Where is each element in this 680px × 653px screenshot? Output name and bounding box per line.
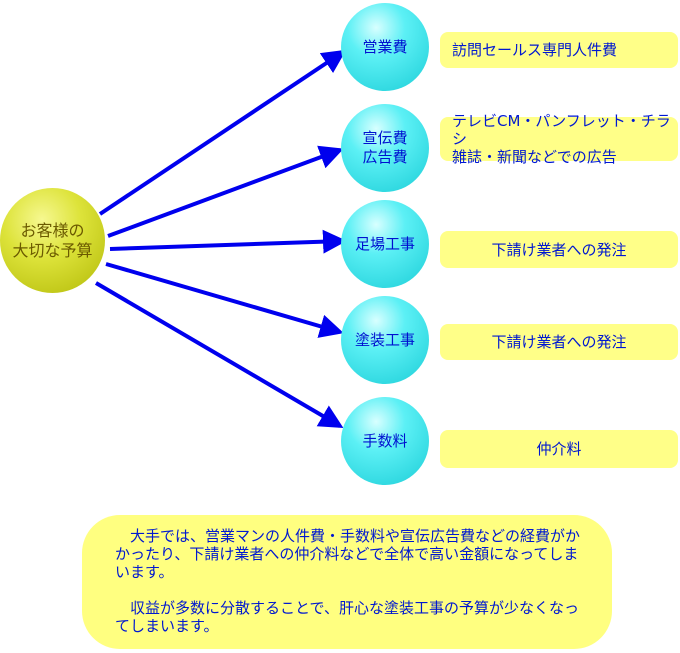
note-tesuryo: 仲介料 <box>440 430 678 468</box>
note-text: 仲介料 <box>536 440 582 458</box>
summary-box: 大手では、営業マンの人件費・手数料や宣伝広告費などの経費がかかったり、下請け業者… <box>82 515 612 649</box>
node-senden: 宣伝費広告費 <box>341 104 429 192</box>
node-ashiba: 足場工事 <box>341 200 429 288</box>
note-text: テレビCM・パンフレット・チラシ <box>452 112 671 148</box>
node-label: 営業費 <box>362 37 408 56</box>
arrow-senden <box>107 145 344 238</box>
note-eigyo: 訪問セールス専門人件費 <box>440 32 678 68</box>
budget-label-2: 大切な予算 <box>12 240 93 260</box>
budget-label-1: お客様の <box>20 220 85 240</box>
note-senden: テレビCM・パンフレット・チラシ雑誌・新聞などでの広告 <box>440 112 678 166</box>
node-tesuryo: 手数料 <box>341 397 429 485</box>
budget-node: お客様の大切な予算 <box>0 188 105 293</box>
note-ashiba: 下請け業者への発注 <box>440 231 678 268</box>
node-label: 足場工事 <box>354 234 415 253</box>
node-eigyo: 営業費 <box>341 3 429 91</box>
node-tosou: 塗装工事 <box>341 296 429 384</box>
node-label: 塗装工事 <box>354 330 415 349</box>
note-text: 訪問セールス専門人件費 <box>452 41 618 59</box>
arrow-tosou <box>105 262 344 338</box>
arrow-tesuryo <box>94 281 344 429</box>
arrow-ashiba <box>109 229 347 254</box>
note-text: 下請け業者への発注 <box>491 333 627 351</box>
arrow-eigyo <box>98 49 347 216</box>
note-tosou: 下請け業者への発注 <box>440 324 678 360</box>
summary-paragraph-1: 大手では、営業マンの人件費・手数料や宣伝広告費などの経費がかかったり、下請け業者… <box>115 527 581 581</box>
node-label-2: 広告費 <box>362 148 408 166</box>
note-text: 下請け業者への発注 <box>491 240 627 259</box>
summary-paragraph-2: 収益が多数に分散することで、肝心な塗装工事の予算が少なくなってしまいます。 <box>115 599 579 635</box>
node-label: 手数料 <box>362 431 408 450</box>
node-label: 宣伝費 <box>362 129 408 148</box>
note-text-2: 雑誌・新聞などでの広告 <box>452 148 617 166</box>
